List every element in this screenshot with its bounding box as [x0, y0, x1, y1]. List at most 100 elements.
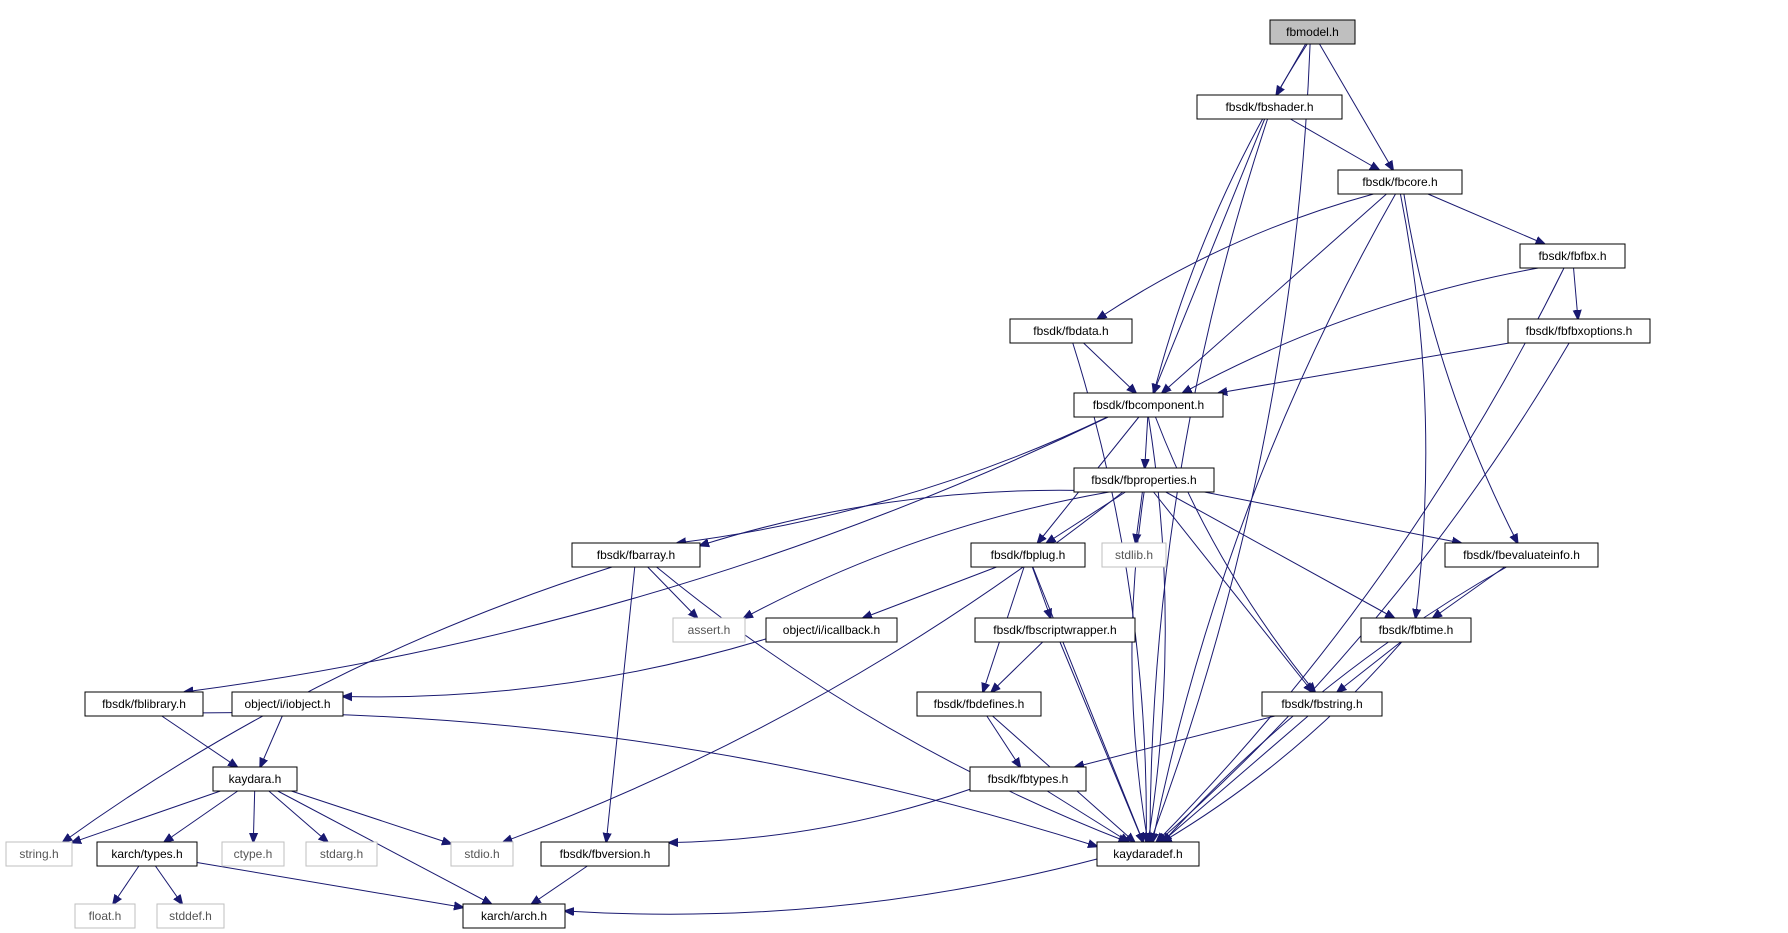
- node-box-iobject[interactable]: [231, 691, 344, 717]
- node-fbcomponent[interactable]: fbsdk/fbcomponent.h: [1073, 392, 1224, 418]
- node-box-fbproperties[interactable]: [1073, 467, 1215, 493]
- edge-fbtypes-to-kaydaradef: [1046, 790, 1129, 842]
- node-fbtime[interactable]: fbsdk/fbtime.h: [1360, 617, 1472, 643]
- node-fbtypes[interactable]: fbsdk/fbtypes.h: [969, 766, 1087, 792]
- edge-fbcomponent-to-fbproperties: [1145, 416, 1148, 468]
- node-fbscriptwrapper[interactable]: fbsdk/fbscriptwrapper.h: [974, 617, 1136, 643]
- edge-kaydara-to-stdio: [291, 790, 451, 844]
- node-box-fbcore[interactable]: [1337, 169, 1463, 195]
- node-float[interactable]: float.h: [74, 903, 136, 929]
- node-box-kaydara[interactable]: [212, 766, 298, 792]
- edge-fbplug-to-fbscriptwrapper: [1031, 566, 1050, 618]
- node-karchtypes[interactable]: karch/types.h: [96, 841, 198, 867]
- node-label-iobject: object/i/iobject.h: [244, 697, 330, 711]
- edge-fbproperties-to-fbarray: [700, 489, 1075, 545]
- node-fbstring[interactable]: fbsdk/fbstring.h: [1261, 691, 1383, 717]
- node-box-fbscriptwrapper[interactable]: [974, 617, 1136, 643]
- node-label-fbtime: fbsdk/fbtime.h: [1379, 623, 1454, 637]
- edge-fbstring-to-kaydaradef: [1162, 715, 1309, 842]
- node-box-icallback[interactable]: [765, 617, 898, 643]
- node-fblibrary[interactable]: fbsdk/fblibrary.h: [84, 691, 204, 717]
- node-fbversion[interactable]: fbsdk/fbversion.h: [540, 841, 670, 867]
- edge-fbscriptwrapper-to-kaydaradef: [1059, 641, 1143, 842]
- edge-fbfbxoptions-to-kaydaradef: [1158, 342, 1570, 842]
- node-karcharch[interactable]: karch/arch.h: [462, 903, 566, 929]
- node-stddef[interactable]: stddef.h: [156, 903, 225, 929]
- node-fbfbxoptions[interactable]: fbsdk/fbfbxoptions.h: [1507, 318, 1651, 344]
- edge-fbfbx-to-kaydaradef: [1157, 267, 1565, 842]
- node-label-fbmodel: fbmodel.h: [1286, 25, 1339, 39]
- node-fbarray[interactable]: fbsdk/fbarray.h: [571, 542, 701, 568]
- node-label-string: string.h: [19, 847, 58, 861]
- node-fbmodel[interactable]: fbmodel.h: [1269, 19, 1356, 45]
- node-fbfbx[interactable]: fbsdk/fbfbx.h: [1519, 243, 1626, 269]
- node-fbdata[interactable]: fbsdk/fbdata.h: [1009, 318, 1133, 344]
- node-string[interactable]: string.h: [5, 841, 73, 867]
- edge-kaydara-to-ctype: [253, 790, 254, 842]
- edge-fbdata-to-fbcomponent: [1083, 342, 1136, 393]
- node-iobject[interactable]: object/i/iobject.h: [231, 691, 344, 717]
- node-box-fbdata[interactable]: [1009, 318, 1133, 344]
- edge-fbcore-to-fbevaluateinfo: [1403, 193, 1518, 543]
- node-box-karcharch[interactable]: [462, 903, 566, 929]
- node-stdlib[interactable]: stdlib.h: [1101, 542, 1167, 568]
- node-box-fblibrary[interactable]: [84, 691, 204, 717]
- node-box-ctype[interactable]: [221, 841, 285, 867]
- node-box-fbstring[interactable]: [1261, 691, 1383, 717]
- node-kaydaradef[interactable]: kaydaradef.h: [1096, 841, 1200, 867]
- edge-fbarray-to-fbversion: [606, 566, 636, 842]
- edge-fbcore-to-fbfbx: [1427, 193, 1545, 244]
- node-box-stddef[interactable]: [156, 903, 225, 929]
- node-stdarg[interactable]: stdarg.h: [305, 841, 378, 867]
- node-box-assert[interactable]: [672, 617, 746, 643]
- edge-fbproperties-to-kaydaradef: [1131, 491, 1148, 842]
- node-label-karcharch: karch/arch.h: [481, 909, 547, 923]
- node-label-ctype: ctype.h: [234, 847, 273, 861]
- node-box-fbdefines[interactable]: [916, 691, 1042, 717]
- edge-fblibrary-to-kaydaradef: [202, 712, 1097, 847]
- node-box-float[interactable]: [74, 903, 136, 929]
- node-label-fbarray: fbsdk/fbarray.h: [597, 548, 675, 562]
- node-box-fbmodel[interactable]: [1269, 19, 1356, 45]
- node-box-karchtypes[interactable]: [96, 841, 198, 867]
- node-kaydara[interactable]: kaydara.h: [212, 766, 298, 792]
- node-stdio[interactable]: stdio.h: [450, 841, 514, 867]
- node-fbshader[interactable]: fbsdk/fbshader.h: [1196, 94, 1343, 120]
- node-label-fbscriptwrapper: fbsdk/fbscriptwrapper.h: [993, 623, 1116, 637]
- node-fbcore[interactable]: fbsdk/fbcore.h: [1337, 169, 1463, 195]
- node-fbproperties[interactable]: fbsdk/fbproperties.h: [1073, 467, 1215, 493]
- node-box-stdarg[interactable]: [305, 841, 378, 867]
- node-label-fbdefines: fbsdk/fbdefines.h: [934, 697, 1025, 711]
- node-fbplug[interactable]: fbsdk/fbplug.h: [970, 542, 1086, 568]
- node-box-fbarray[interactable]: [571, 542, 701, 568]
- node-box-fbfbx[interactable]: [1519, 243, 1626, 269]
- node-box-fbversion[interactable]: [540, 841, 670, 867]
- edge-fbcore-to-fbtime: [1399, 193, 1427, 618]
- node-ctype[interactable]: ctype.h: [221, 841, 285, 867]
- node-box-fbcomponent[interactable]: [1073, 392, 1224, 418]
- edge-iobject-to-kaydara: [260, 715, 283, 767]
- node-box-stdlib[interactable]: [1101, 542, 1167, 568]
- edge-fbcomponent-to-fblibrary: [184, 416, 1109, 692]
- node-label-assert: assert.h: [688, 623, 731, 637]
- node-box-fbplug[interactable]: [970, 542, 1086, 568]
- node-box-fbshader[interactable]: [1196, 94, 1343, 120]
- edge-kaydara-to-karchtypes: [164, 790, 239, 842]
- edge-fbshader-to-fbcore: [1290, 118, 1379, 170]
- node-box-kaydaradef[interactable]: [1096, 841, 1200, 867]
- node-assert[interactable]: assert.h: [672, 617, 746, 643]
- node-box-string[interactable]: [5, 841, 73, 867]
- node-label-stdarg: stdarg.h: [320, 847, 363, 861]
- node-fbdefines[interactable]: fbsdk/fbdefines.h: [916, 691, 1042, 717]
- node-box-fbevaluateinfo[interactable]: [1444, 542, 1599, 568]
- edge-fbscriptwrapper-to-fbdefines: [991, 641, 1044, 692]
- node-box-fbtypes[interactable]: [969, 766, 1087, 792]
- node-fbevaluateinfo[interactable]: fbsdk/fbevaluateinfo.h: [1444, 542, 1599, 568]
- node-icallback[interactable]: object/i/icallback.h: [765, 617, 898, 643]
- node-label-fbevaluateinfo: fbsdk/fbevaluateinfo.h: [1463, 548, 1580, 562]
- node-box-fbtime[interactable]: [1360, 617, 1472, 643]
- node-box-fbfbxoptions[interactable]: [1507, 318, 1651, 344]
- edge-fbcomponent-to-fbarray: [677, 416, 1108, 543]
- node-box-stdio[interactable]: [450, 841, 514, 867]
